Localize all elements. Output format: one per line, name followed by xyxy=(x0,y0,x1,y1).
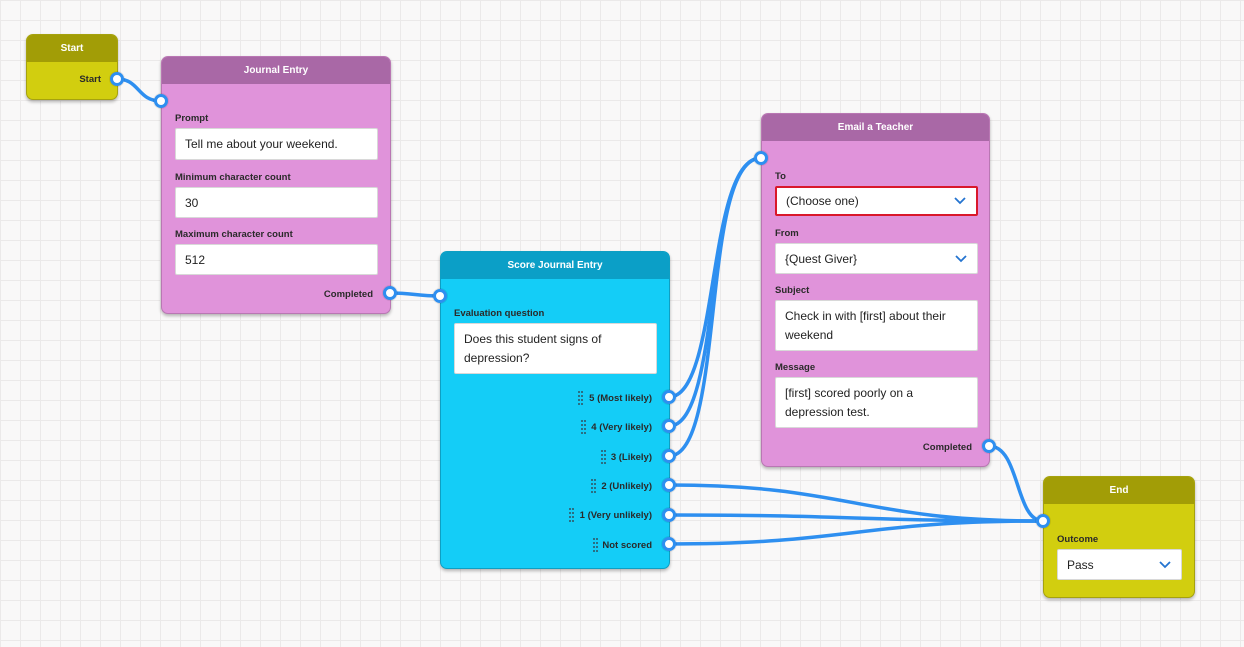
end-input-port[interactable] xyxy=(1036,514,1050,528)
score-input-port[interactable] xyxy=(433,289,447,303)
prompt-value: Tell me about your weekend. xyxy=(185,137,338,151)
to-value: (Choose one) xyxy=(786,194,859,208)
outcome-select[interactable]: Pass xyxy=(1057,549,1182,580)
outcome-value: Pass xyxy=(1067,557,1094,572)
end-node[interactable]: End Outcome Pass xyxy=(1043,476,1195,598)
prompt-label: Prompt xyxy=(175,113,209,124)
journal-output-port[interactable] xyxy=(383,286,397,300)
score-output-3-label: 3 (Likely) xyxy=(610,452,652,463)
message-value: [first] scored poorly on a depression te… xyxy=(785,386,914,419)
wire-score5-to-email xyxy=(667,156,763,399)
score-output-5-port[interactable] xyxy=(662,390,676,404)
to-select[interactable]: (Choose one) xyxy=(775,186,978,216)
evaluation-question-label: Evaluation question xyxy=(454,308,545,319)
wire-score1-to-end xyxy=(667,513,1045,523)
end-node-title: End xyxy=(1044,477,1194,504)
start-node[interactable]: Start Start xyxy=(26,34,118,100)
max-char-input[interactable]: 512 xyxy=(175,244,378,275)
wire-score2-to-end xyxy=(667,483,1045,523)
email-input-port[interactable] xyxy=(754,151,768,165)
chevron-down-icon xyxy=(1159,560,1171,568)
message-input[interactable]: [first] scored poorly on a depression te… xyxy=(775,377,978,428)
wire-email-to-end xyxy=(987,444,1045,523)
message-label: Message xyxy=(775,362,816,373)
wire-notscored-to-end xyxy=(667,519,1045,546)
journal-entry-title: Journal Entry xyxy=(162,57,390,84)
max-char-label: Maximum character count xyxy=(175,229,293,240)
from-label: From xyxy=(775,228,799,239)
score-output-notscored-port[interactable] xyxy=(662,537,676,551)
drag-handle-icon[interactable] xyxy=(591,479,596,493)
drag-handle-icon[interactable] xyxy=(593,538,598,552)
subject-label: Subject xyxy=(775,285,810,296)
wire-score4-to-email xyxy=(667,156,763,428)
email-teacher-title: Email a Teacher xyxy=(762,114,989,141)
email-output-label: Completed xyxy=(922,442,972,453)
evaluation-question-input[interactable]: Does this student signs of depression? xyxy=(454,323,657,374)
start-output-port[interactable] xyxy=(110,72,124,86)
score-output-3-port[interactable] xyxy=(662,449,676,463)
score-output-4-port[interactable] xyxy=(662,419,676,433)
outcome-label: Outcome xyxy=(1057,534,1099,545)
journal-input-port[interactable] xyxy=(154,94,168,108)
chevron-down-icon xyxy=(954,197,966,205)
email-output-port[interactable] xyxy=(982,439,996,453)
score-journal-entry-node[interactable]: Score Journal Entry Evaluation question … xyxy=(440,251,670,569)
subject-value: Check in with [first] about their weeken… xyxy=(785,309,946,342)
drag-handle-icon[interactable] xyxy=(601,450,606,464)
min-char-label: Minimum character count xyxy=(175,172,291,183)
journal-entry-node[interactable]: Journal Entry Prompt Tell me about your … xyxy=(161,56,391,314)
wire-score3-to-email xyxy=(667,156,763,458)
score-output-2-label: 2 (Unlikely) xyxy=(601,481,652,492)
email-teacher-node[interactable]: Email a Teacher To (Choose one) From {Qu… xyxy=(761,113,990,467)
score-output-1-port[interactable] xyxy=(662,508,676,522)
start-output-label: Start xyxy=(79,74,101,85)
min-char-value: 30 xyxy=(185,195,199,210)
prompt-input[interactable]: Tell me about your weekend. xyxy=(175,128,378,160)
score-output-1-label: 1 (Very unlikely) xyxy=(579,510,652,521)
score-output-5-label: 5 (Most likely) xyxy=(589,393,652,404)
score-output-4-label: 4 (Very likely) xyxy=(591,422,652,433)
max-char-value: 512 xyxy=(185,252,206,267)
score-output-2-port[interactable] xyxy=(662,478,676,492)
journal-output-label: Completed xyxy=(323,289,373,300)
from-select[interactable]: {Quest Giver} xyxy=(775,243,978,274)
score-journal-entry-title: Score Journal Entry xyxy=(441,252,669,279)
drag-handle-icon[interactable] xyxy=(578,391,583,405)
start-node-title: Start xyxy=(27,35,117,62)
score-output-notscored-label: Not scored xyxy=(602,540,652,551)
subject-input[interactable]: Check in with [first] about their weeken… xyxy=(775,300,978,351)
drag-handle-icon[interactable] xyxy=(581,420,586,434)
from-value: {Quest Giver} xyxy=(785,251,858,266)
evaluation-question-value: Does this student signs of depression? xyxy=(464,332,602,365)
drag-handle-icon[interactable] xyxy=(569,508,574,522)
chevron-down-icon xyxy=(955,254,967,262)
to-label: To xyxy=(775,171,786,182)
min-char-input[interactable]: 30 xyxy=(175,187,378,218)
